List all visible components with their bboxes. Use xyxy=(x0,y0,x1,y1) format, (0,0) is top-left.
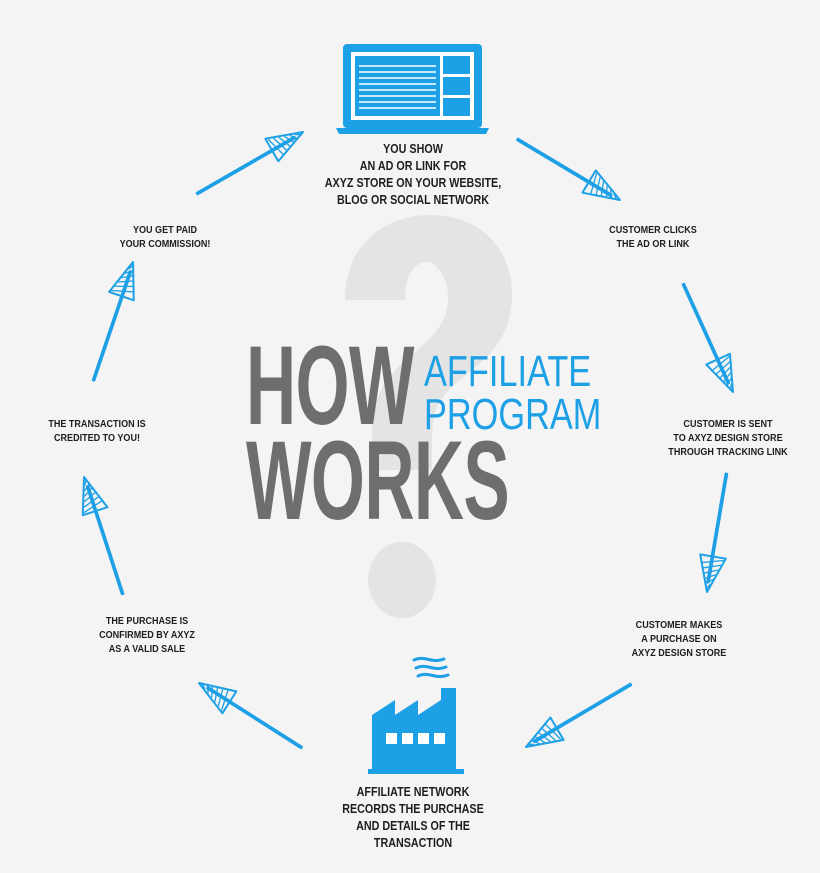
step-affiliate-network-line-1: AFFILIATE NETWORK xyxy=(356,785,470,799)
laptop-icon xyxy=(336,44,489,134)
arrow-show-to-clicks xyxy=(516,137,621,201)
step-transaction-credited: THE TRANSACTION IS CREDITED TO YOU! xyxy=(33,417,162,445)
step-affiliate-network-line-3: AND DETAILS OF THE xyxy=(356,819,470,833)
title-affiliate: AFFILIATE xyxy=(424,347,592,396)
step-purchase-confirmed: THE PURCHASE IS CONFIRMED BY AXYZ AS A V… xyxy=(83,614,212,656)
cycle-arrows xyxy=(81,131,734,750)
step-you-show-line-2: AN AD OR LINK FOR xyxy=(359,159,467,173)
step-you-show: YOU SHOW AN AD OR LINK FOR AXYZ STORE ON… xyxy=(301,141,525,209)
factory-icon xyxy=(368,656,464,774)
arrow-sent-to-purchase xyxy=(699,472,729,593)
step-purchase-confirmed-line-1: THE PURCHASE IS xyxy=(105,615,189,627)
step-customer-clicks-line-2: THE AD OR LINK xyxy=(616,238,690,250)
step-affiliate-network: AFFILIATE NETWORK RECORDS THE PURCHASE A… xyxy=(327,784,499,852)
question-mark-icon xyxy=(345,215,512,618)
step-customer-sent-line-2: TO AXYZ DESIGN STORE xyxy=(673,432,783,444)
arrow-purchase-to-network xyxy=(525,682,633,748)
step-you-show-line-3: AXYZ STORE ON YOUR WEBSITE, xyxy=(324,176,502,190)
step-customer-clicks-line-1: CUSTOMER CLICKS xyxy=(609,224,697,236)
arrow-clicks-to-sent xyxy=(681,282,734,393)
step-get-paid-line-2: YOUR COMMISSION! xyxy=(119,238,211,250)
step-get-paid: YOU GET PAID YOUR COMMISSION! xyxy=(101,223,230,251)
step-customer-clicks: CUSTOMER CLICKS THE AD OR LINK xyxy=(589,223,718,251)
step-get-paid-line-1: YOU GET PAID xyxy=(132,224,198,236)
step-transaction-credited-line-1: THE TRANSACTION IS xyxy=(48,418,146,430)
arrow-credited-to-paid xyxy=(91,261,135,382)
title-program: PROGRAM xyxy=(424,390,602,439)
arrow-network-to-confirmed xyxy=(198,682,303,750)
step-you-show-line-1: YOU SHOW xyxy=(383,142,443,156)
step-customer-sent: CUSTOMER IS SENT TO AXYZ DESIGN STORE TH… xyxy=(659,417,797,459)
arrow-paid-to-show xyxy=(195,131,304,196)
title-works: WORKS xyxy=(246,418,510,543)
step-purchase-confirmed-line-2: CONFIRMED BY AXYZ xyxy=(99,629,195,641)
step-customer-sent-line-3: THROUGH TRACKING LINK xyxy=(668,446,788,458)
step-customer-purchase-line-1: CUSTOMER MAKES xyxy=(635,619,723,631)
arrow-confirmed-to-credited xyxy=(81,476,125,596)
title-how: HOW xyxy=(246,323,414,448)
step-transaction-credited-line-2: CREDITED TO YOU! xyxy=(54,432,140,444)
step-you-show-line-4: BLOG OR SOCIAL NETWORK xyxy=(336,193,490,207)
step-affiliate-network-line-4: TRANSACTION xyxy=(373,836,453,850)
step-customer-purchase-line-2: A PURCHASE ON xyxy=(641,633,717,645)
step-customer-purchase-line-3: AXYZ DESIGN STORE xyxy=(631,647,727,659)
step-purchase-confirmed-line-3: AS A VALID SALE xyxy=(108,643,186,655)
step-customer-sent-line-1: CUSTOMER IS SENT xyxy=(683,418,773,430)
step-affiliate-network-line-2: RECORDS THE PURCHASE xyxy=(342,802,484,816)
step-customer-purchase: CUSTOMER MAKES A PURCHASE ON AXYZ DESIGN… xyxy=(615,618,744,660)
